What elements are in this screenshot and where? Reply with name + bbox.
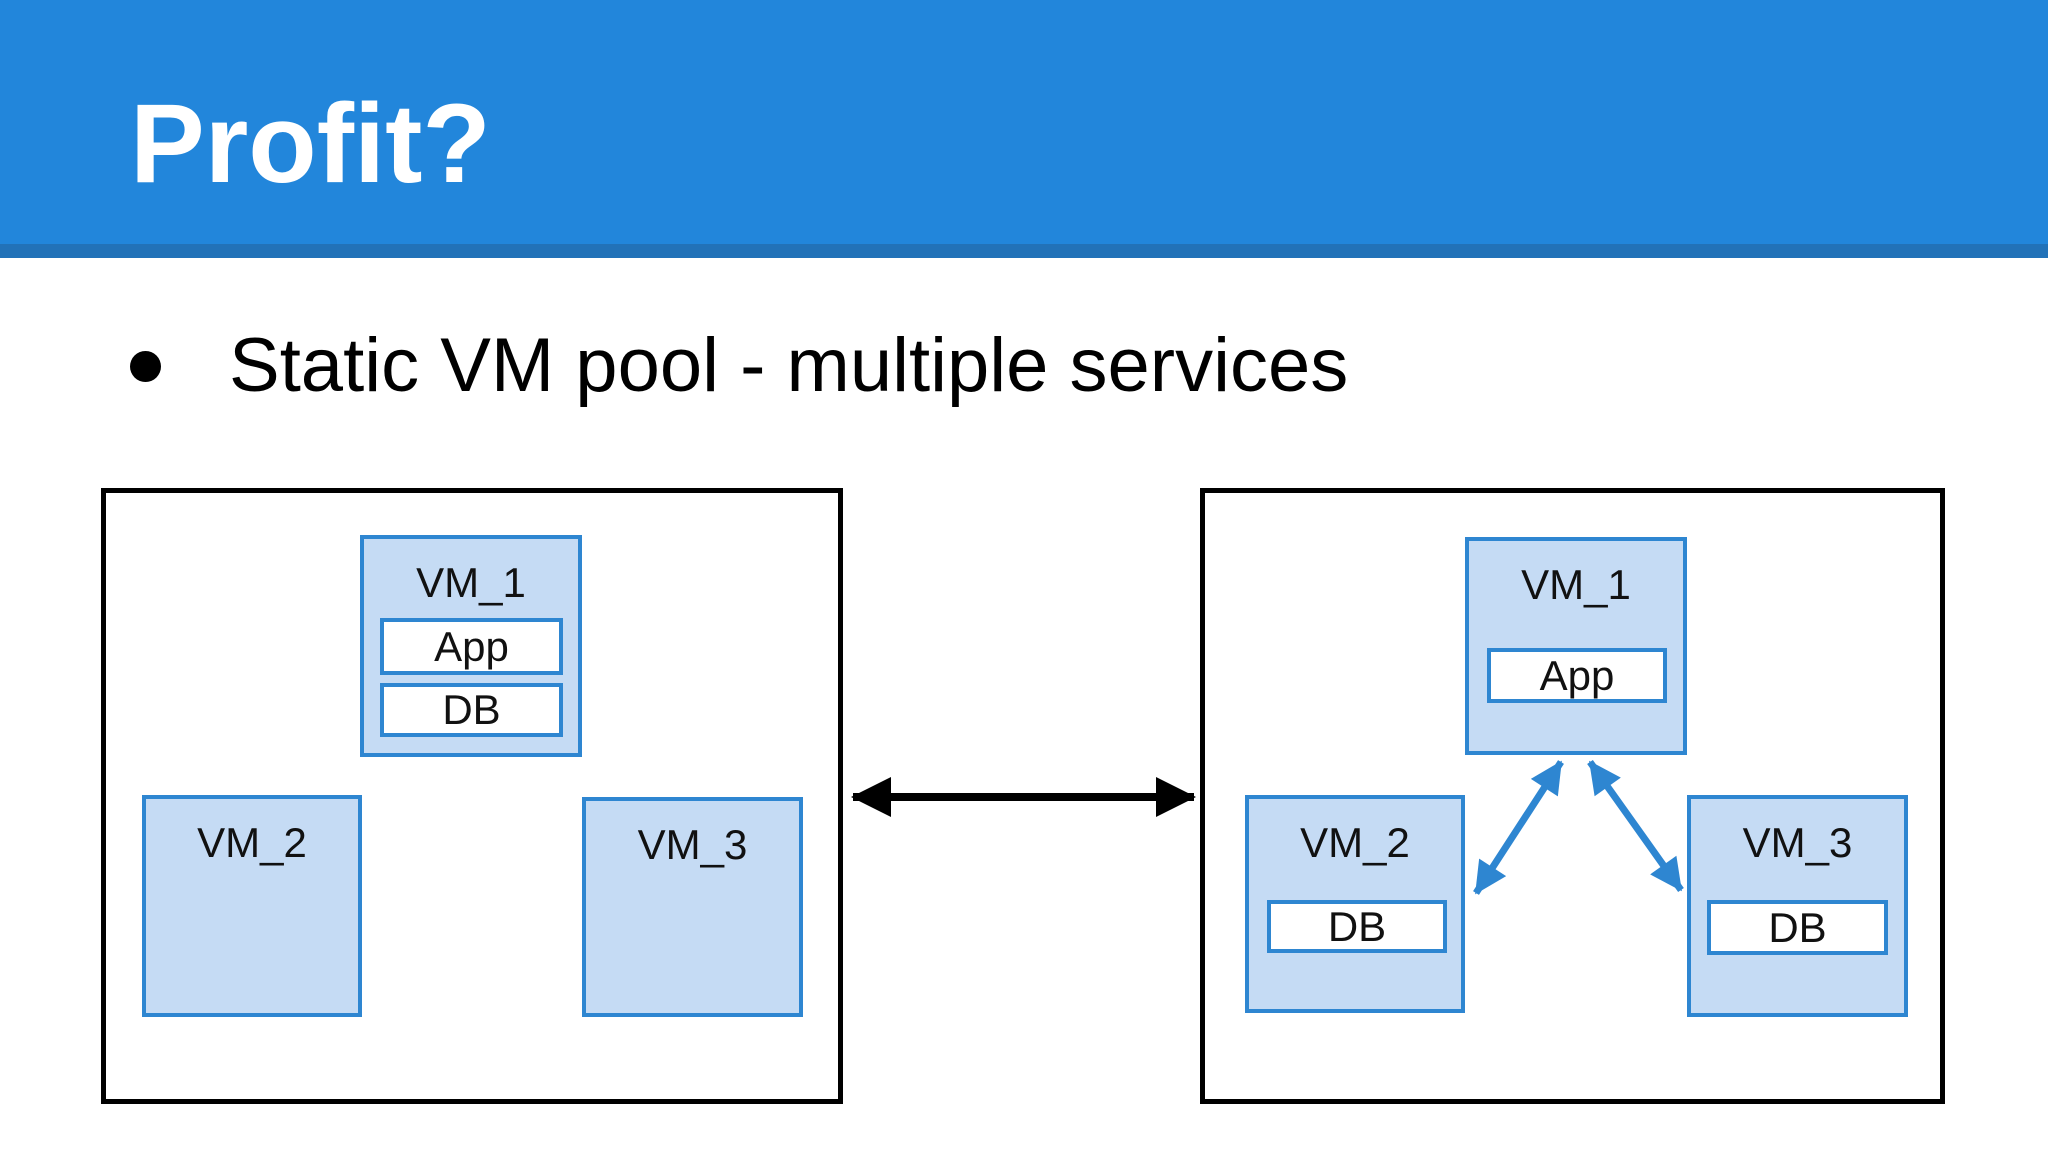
bullet-dot xyxy=(130,350,161,382)
left-vm2-label: VM_2 xyxy=(197,819,307,866)
bullet-text: Static VM pool - multiple services xyxy=(229,323,1349,408)
left-vm3-box: VM_3 xyxy=(582,797,803,1017)
left-vm1-app-box: App xyxy=(380,618,563,675)
right-vm2-db-label: DB xyxy=(1327,902,1387,950)
right-vm1-app-box: App xyxy=(1487,648,1667,703)
right-vm3-db-label: DB xyxy=(1768,903,1827,951)
right-vm3-label: VM_3 xyxy=(1742,819,1853,866)
right-vm2-db-box: DB xyxy=(1267,900,1447,953)
right-vm2-label: VM_2 xyxy=(1300,819,1410,866)
right-vm3-box: VM_3 DB xyxy=(1687,795,1908,1017)
left-vm3-label: VM_3 xyxy=(637,821,748,868)
bullet-item: Static VM pool - multiple services xyxy=(130,318,1348,414)
slide-header-bar: Profit? xyxy=(0,0,2048,258)
right-vm1-label: VM_1 xyxy=(1521,561,1631,608)
header-accent-stripe xyxy=(0,244,2048,258)
right-vm2-box: VM_2 DB xyxy=(1245,795,1465,1013)
left-vm1-app-label: App xyxy=(434,622,509,670)
left-vm1-db-label: DB xyxy=(442,686,501,733)
right-vm1-app-label: App xyxy=(1539,651,1615,699)
right-vm1-box: VM_1 App xyxy=(1465,537,1687,755)
left-vm1-box: VM_1 App DB xyxy=(360,535,582,757)
left-vm2-box: VM_2 xyxy=(142,795,362,1017)
right-vm3-db-box: DB xyxy=(1707,900,1888,955)
slide-title: Profit? xyxy=(130,81,491,206)
left-vm1-db-box: DB xyxy=(380,683,563,737)
left-vm1-label: VM_1 xyxy=(416,559,526,606)
